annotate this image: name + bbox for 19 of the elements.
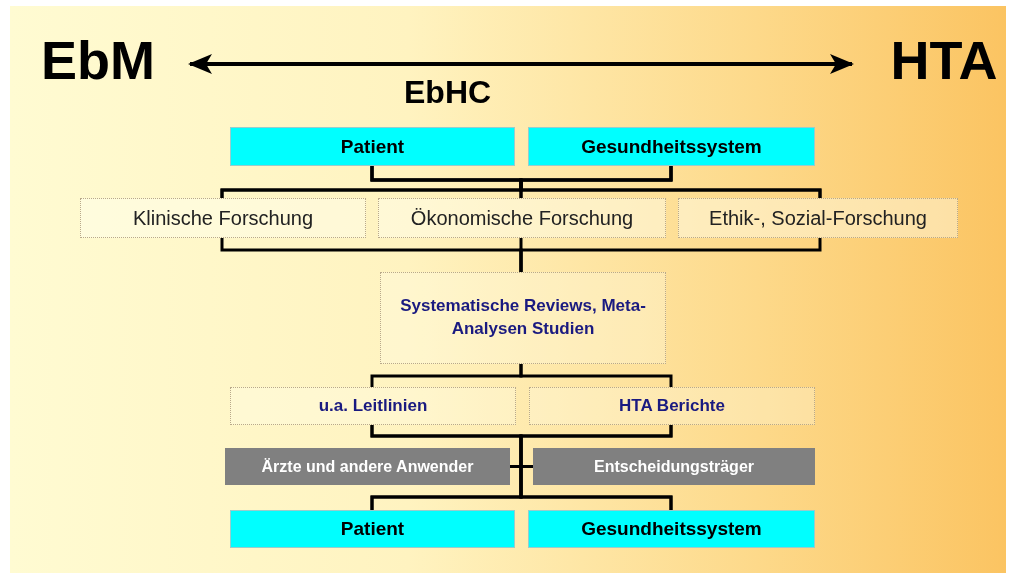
heading-text: HTA [874, 28, 1014, 92]
heading-text: EbM [28, 28, 168, 92]
process-box: Patient [230, 127, 515, 166]
process-box: Entscheidungsträger [533, 448, 815, 485]
process-box: Ethik-, Sozial-Forschung [678, 198, 958, 238]
label-text: EbHC [404, 74, 492, 111]
process-box: HTA Berichte [529, 387, 815, 425]
process-box: Klinische Forschung [80, 198, 366, 238]
process-box: Gesundheitssystem [528, 510, 815, 548]
process-box: u.a. Leitlinien [230, 387, 516, 425]
connector-line [519, 166, 822, 198]
process-box: Gesundheitssystem [528, 127, 815, 166]
process-box: Ärzte und andere Anwender [225, 448, 510, 485]
process-box: Ökonomische Forschung [378, 198, 666, 238]
arrow [188, 54, 854, 74]
process-box: Patient [230, 510, 515, 548]
connector-line [519, 364, 673, 387]
process-box: Systematische Reviews, Meta-Analysen Studien [380, 272, 666, 364]
connector-line [519, 238, 822, 272]
